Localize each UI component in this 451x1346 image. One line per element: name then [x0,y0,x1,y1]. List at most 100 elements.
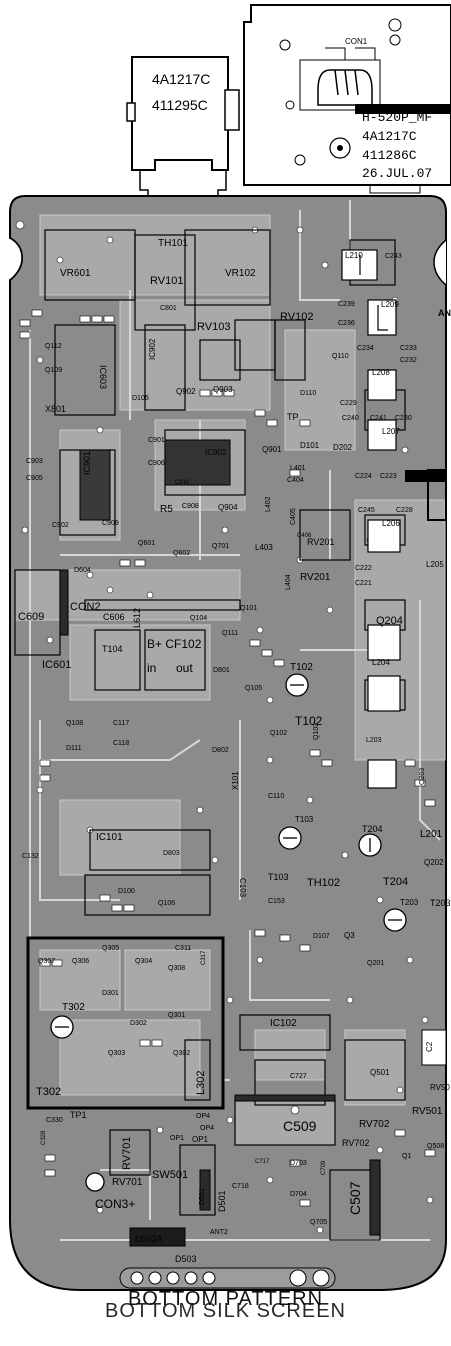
label-t203-edge: T203 [430,898,451,908]
label-q902: Q902 [176,387,196,396]
caption-bottom-silk-screen: BOTTOM SILK SCREEN [104,1300,346,1322]
label-ant1: ANT1 [438,308,451,318]
label-c236: C236 [338,320,355,327]
label-ic102: IC102 [270,1018,297,1029]
label-q705: Q705 [310,1219,327,1226]
label-c153: C153 [268,898,285,905]
label-d704: D704 [290,1191,307,1198]
label-q303: Q303 [108,1050,125,1057]
label-l210: L210 [345,251,363,260]
label-r5: R5 [160,504,173,515]
label-c317: C317 [201,950,207,965]
label-c909: C909 [102,520,119,527]
label-c908: C908 [182,503,199,510]
label-q501: Q501 [370,1068,390,1077]
label-q110: Q110 [332,353,349,360]
label-in: in [147,661,156,675]
label-q111: Q111 [222,630,238,637]
board-date: 26.JUL.07 [362,166,432,181]
label-q901: Q901 [262,445,282,454]
label-c901: C901 [148,437,165,444]
label-tp1: TP1 [70,1110,87,1120]
label-c240: C240 [342,415,359,422]
label-c241: C241 [370,415,387,422]
label-q701: Q701 [212,543,229,550]
board-model: H-520P_MF [362,110,432,125]
label-d301: D301 [102,990,119,997]
label-d101: D101 [300,441,320,450]
label-c221: C221 [355,580,372,587]
label-c328: C328 [41,1130,47,1145]
label-q202: Q202 [424,858,444,867]
label-c230: C230 [395,415,412,422]
label-l201: L201 [420,829,443,840]
label-l205: L205 [426,560,444,569]
label-op4b: OP4 [200,1125,214,1132]
label-op4a: OP4 [196,1113,210,1120]
label-q601: Q601 [138,540,155,547]
label-q305: Q305 [102,945,119,952]
label-c103: C103 [238,878,247,898]
label-q307: Q307 [38,958,55,965]
label-c903: C903 [26,458,43,465]
label-c229: C229 [340,400,357,407]
label-op1a: OP1 [170,1135,184,1142]
label-d110: D110 [300,390,316,397]
label-l401: L401 [290,465,306,472]
label-ant2: ANT2 [210,1229,228,1236]
label-d604: D604 [74,567,91,574]
label-c239: C239 [338,301,355,308]
module-label-top: 4A1217C [152,71,210,87]
label-rv201b: RV201 [300,572,331,583]
label-con2: CON2 [70,601,101,613]
label-c232: C232 [400,357,417,364]
label-c709: C709 [321,1160,327,1175]
label-c717: C717 [255,1159,270,1165]
label-q101: Q101 [240,605,257,612]
label-q304: Q304 [135,958,152,965]
label-c224: C224 [355,473,372,480]
label-d503: D503 [175,1254,197,1264]
label-t103b: T103 [268,872,289,882]
label-l206: L206 [382,519,400,528]
label-l404: L404 [285,574,292,590]
label-d302: D302 [130,1020,147,1027]
module-label-bottom: 411295C [152,97,208,113]
label-ic601: IC601 [42,659,71,671]
label-c222: C222 [355,565,372,572]
label-q1: Q1 [402,1153,411,1160]
board-part-1: 4A1217C [362,129,417,144]
label-d803: D803 [163,850,180,857]
label-l402: L402 [265,496,272,512]
label-l302: L302 [195,1071,207,1095]
label-vr102: VR102 [225,268,256,279]
label-c801: C801 [160,305,177,312]
label-ic603: IC603 [98,365,108,389]
label-rv102: RV102 [280,311,313,323]
top-module: 4A1217C 411295C [126,56,240,201]
label-out: out [176,661,193,675]
label-d801: D801 [213,667,230,674]
label-c727: C727 [290,1073,307,1080]
caption-bottom-pattern: BOTTOM PATTERN [127,1288,324,1310]
label-c132: C132 [22,853,39,860]
label-d503a: D503A [135,1234,163,1244]
label-rv103: RV103 [197,321,230,333]
label-c718: C718 [232,1183,249,1190]
label-q201: Q201 [367,960,384,967]
label-c906: C906 [148,460,165,467]
label-q104: Q104 [190,615,207,622]
label-q108: Q108 [66,720,83,727]
label-c902: C902 [52,522,69,529]
label-c228: C228 [396,507,413,514]
board-part-2: 411286C [362,148,417,163]
label-q203: Q203 [419,768,426,785]
label-t103a: T103 [295,815,314,824]
label-c406: C406 [297,533,312,539]
label-rv101: RV101 [150,275,183,287]
label-q308: Q308 [168,965,185,972]
main-board [9,195,447,1291]
label-q903: Q903 [213,385,233,394]
